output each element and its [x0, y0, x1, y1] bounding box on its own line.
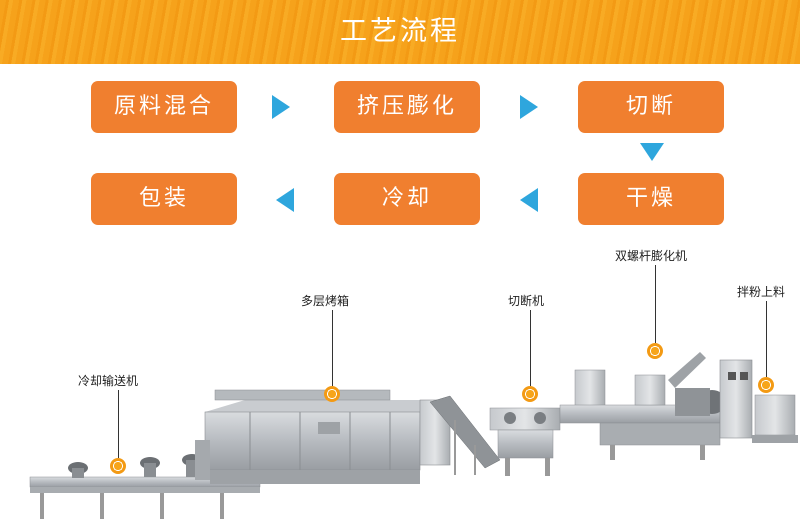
- leader-line: [332, 310, 333, 386]
- label-cooling-conveyor: 冷却输送机: [78, 374, 139, 388]
- callout-dot-icon: [522, 386, 538, 402]
- cutter-machine: [489, 407, 561, 476]
- twin-screw-extruder-machine: [559, 352, 753, 460]
- step-cutting: 切断: [578, 81, 724, 133]
- leader-line: [530, 310, 531, 386]
- arrow-right-icon: [272, 95, 290, 119]
- callout-dot-icon: [324, 386, 340, 402]
- callout-dot-icon: [758, 377, 774, 393]
- arrow-left-icon: [276, 188, 294, 212]
- step-cooling: 冷却: [334, 173, 480, 225]
- step-extrusion-puffing: 挤压膨化: [334, 81, 480, 133]
- leader-line: [655, 265, 656, 343]
- callout-dot-icon: [647, 343, 663, 359]
- step-packing: 包装: [91, 173, 237, 225]
- leader-line: [766, 301, 767, 377]
- multilayer-oven-machine: [195, 389, 501, 484]
- mixer-feeder-machine: [752, 394, 798, 443]
- page-title: 工艺流程: [340, 16, 460, 47]
- arrow-left-icon: [520, 188, 538, 212]
- step-raw-material-mixing: 原料混合: [91, 81, 237, 133]
- label-mixer-feeder: 拌粉上料: [737, 285, 786, 299]
- arrow-down-icon: [640, 143, 664, 161]
- header-banner: [0, 0, 800, 64]
- callout-dot-icon: [110, 458, 126, 474]
- leader-line: [118, 390, 119, 458]
- production-line-illustration: [29, 352, 798, 519]
- label-multilayer-oven: 多层烤箱: [301, 294, 350, 308]
- step-drying: 干燥: [578, 173, 724, 225]
- label-cutter: 切断机: [508, 294, 545, 308]
- arrow-right-icon: [520, 95, 538, 119]
- label-twin-screw-extruder: 双螺杆膨化机: [615, 249, 688, 263]
